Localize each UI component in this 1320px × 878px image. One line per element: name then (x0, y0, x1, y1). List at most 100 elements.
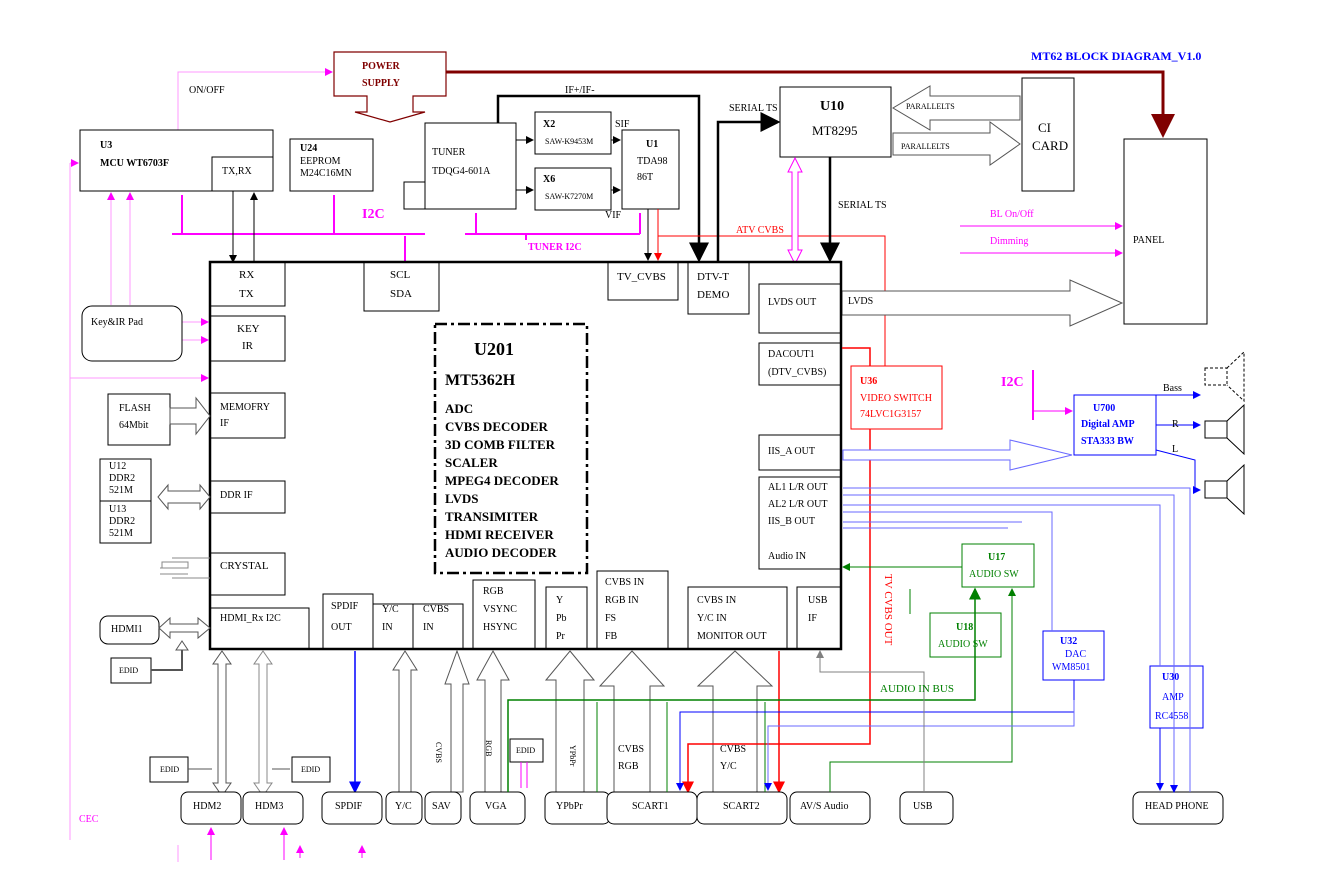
u3-name: MCU WT6703F (100, 158, 169, 169)
feature-item: LVDS (445, 491, 479, 506)
dacout-label-1: DACOUT1 (768, 349, 815, 360)
rx-label: RX (239, 269, 255, 281)
iis-a-label: IIS_A OUT (768, 446, 815, 457)
u18-ref: U18 (956, 622, 974, 633)
scart1-cvbs-label: CVBS (618, 744, 645, 755)
connector-scart2: SCART2 (723, 801, 760, 812)
ypbpr-in-label-2: Pb (556, 613, 567, 624)
serial-ts-out: SERIAL TS (838, 200, 887, 211)
u12-line2: 521M (109, 485, 133, 496)
connector-av-s-audio: AV/S Audio (800, 801, 849, 812)
iis-b-label: IIS_B OUT (768, 516, 815, 527)
cvbs-vertical-label: CVBS (434, 742, 443, 763)
scart1-in-label-1: CVBS IN (605, 577, 645, 588)
connector-yc: Y/C (395, 801, 412, 812)
edid-label-hdm3: EDID (301, 765, 321, 774)
dtv-label-2: DEMO (697, 289, 730, 301)
memory-label-1: MEMOFRY (220, 402, 271, 413)
edid-label-hdmi1: EDID (119, 666, 139, 675)
crystal-label: CRYSTAL (220, 560, 269, 572)
audio-in-label: Audio IN (768, 551, 807, 562)
connector-sav: SAV (432, 801, 451, 812)
hdmi1-label: HDMI1 (111, 624, 143, 635)
usb-if-label-1: USB (808, 595, 828, 606)
sda-label: SDA (390, 288, 413, 300)
feature-item: ADC (445, 401, 474, 416)
scart2-yc-label: Y/C (720, 761, 737, 772)
feature-item: SCALER (445, 455, 498, 470)
u32-line1: DAC (1065, 649, 1087, 660)
serial-ts-in: SERIAL TS (729, 103, 778, 114)
x2-ref: X2 (543, 119, 556, 130)
edid-label-hdm2: EDID (160, 765, 180, 774)
tx-label: TX (239, 288, 254, 300)
scart2-cvbs-label: CVBS (720, 744, 747, 755)
panel-label: PANEL (1133, 235, 1165, 246)
feature-item: 3D COMB FILTER (445, 437, 556, 452)
u3-txrx: TX,RX (222, 166, 252, 177)
i2c-right-label: I2C (1001, 375, 1024, 390)
tuner-i2c-label: TUNER I2C (528, 242, 582, 253)
u30-line2: RC4558 (1155, 711, 1189, 722)
u36-line2: 74LVC1G3157 (860, 409, 922, 420)
scart1-in-label-2: RGB IN (605, 595, 639, 606)
connector-hdm3: HDM3 (255, 801, 284, 812)
spdif-in-label-1: SPDIF (331, 601, 359, 612)
ypbpr-in-label-3: Pr (556, 631, 565, 642)
flash-label-1: FLASH (119, 403, 151, 414)
connector-ypbpr: YPbPr (556, 801, 583, 812)
tv-cvbs-out-label: TV CVBS OUT (882, 574, 894, 646)
x6-ref: X6 (543, 174, 556, 185)
tuner-label-1: TUNER (432, 147, 466, 158)
yc-in-label-2: IN (382, 622, 393, 633)
u1-line1: TDA98 (637, 156, 668, 167)
key-label: KEY (237, 323, 260, 335)
feature-item: HDMI RECEIVER (445, 527, 554, 542)
rgb-in-label-1: RGB (483, 586, 504, 597)
x2-part: SAW-K9453M (545, 137, 594, 146)
scart1-rgb-label: RGB (618, 761, 639, 772)
u10-ref: U10 (820, 99, 845, 114)
u17-name: AUDIO SW (969, 569, 1019, 580)
connector-hdm2: HDM2 (193, 801, 222, 812)
cec-label: CEC (79, 814, 99, 825)
u30-line1: AMP (1162, 692, 1184, 703)
ir-label: IR (242, 340, 253, 352)
u13-line2: 521M (109, 528, 133, 539)
u12-ref: U12 (109, 461, 127, 472)
diagram-title: MT62 BLOCK DIAGRAM_V1.0 (1031, 49, 1202, 63)
ypbpr-vertical-label: YPbPr (568, 745, 577, 767)
scl-label: SCL (390, 269, 411, 281)
scart2-in-label-1: CVBS IN (697, 595, 737, 606)
rgb-vertical-label: RGB (484, 740, 493, 757)
connector-usb: USB (913, 801, 933, 812)
flash-label-2: 64Mbit (119, 420, 149, 431)
u24-line1: EEPROM (300, 156, 341, 167)
cvbs-in-label-1: CVBS (423, 604, 450, 615)
u700-line2: STA333 BW (1081, 436, 1134, 447)
memory-label-2: IF (220, 418, 229, 429)
spdif-in-label-2: OUT (331, 622, 352, 633)
ddr-if-label: DDR IF (220, 490, 253, 501)
connector-scart1: SCART1 (632, 801, 669, 812)
u201-feature-list: ADC CVBS DECODER 3D COMB FILTER SCALER M… (445, 400, 559, 562)
vif-label: VIF (605, 210, 622, 221)
u32-line2: WM8501 (1052, 662, 1091, 673)
bass-label: Bass (1163, 383, 1182, 394)
scart1-in-label-4: FB (605, 631, 618, 642)
if-label: IF+/IF- (565, 85, 595, 96)
lvds-label: LVDS (848, 296, 874, 307)
bl-onoff-label: BL On/Off (990, 209, 1034, 220)
u24-ref: U24 (300, 143, 318, 154)
feature-item: TRANSIMITER (445, 509, 539, 524)
scart2-in-label-2: Y/C IN (697, 613, 727, 624)
ypbpr-in-label-1: Y (556, 595, 564, 606)
al1-label: AL1 L/R OUT (768, 482, 828, 493)
u30-ref: U30 (1162, 672, 1180, 683)
feature-item: AUDIO DECODER (445, 545, 557, 560)
scart2-in-label-3: MONITOR OUT (697, 631, 767, 642)
u36-ref: U36 (860, 376, 878, 387)
u700-ref: U700 (1093, 403, 1116, 414)
